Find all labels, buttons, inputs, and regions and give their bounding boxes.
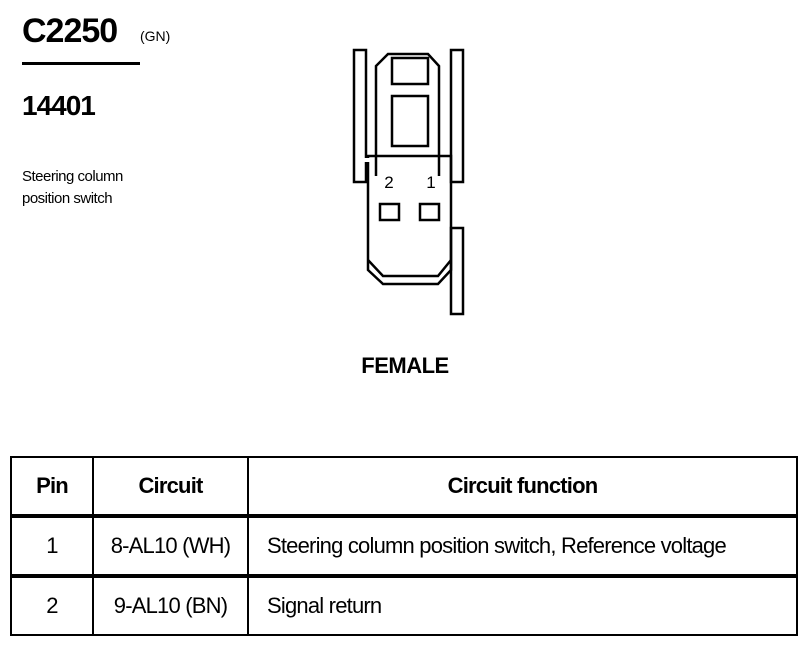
locking-tab-outline	[374, 52, 441, 176]
connector-gender: FEMALE	[361, 353, 449, 378]
pin-label-1: 1	[426, 173, 435, 192]
pin-label-2: 2	[384, 173, 393, 192]
connector-face-diagram: 2 1	[352, 48, 465, 316]
cell-pin: 2	[10, 575, 94, 636]
table-row: 2 9-AL10 (BN) Signal return	[10, 575, 798, 636]
component-name-line-2: position switch	[22, 190, 113, 207]
component-name: Steering column position switch	[22, 166, 172, 210]
cell-pin: 1	[10, 515, 94, 578]
header-pin: Pin	[10, 456, 94, 518]
pinout-table: Pin Circuit Circuit function 1 8-AL10 (W…	[10, 456, 798, 636]
title-underline	[22, 62, 140, 65]
component-number: 14401	[22, 90, 96, 121]
cell-circuit-function: Signal return	[247, 575, 798, 636]
locking-tab-top	[390, 56, 430, 86]
connector-color-code: (GN)	[140, 28, 171, 44]
locking-tab-window	[390, 94, 430, 148]
component-name-line-1: Steering column	[22, 168, 123, 185]
table-header-row: Pin Circuit Circuit function	[10, 456, 798, 518]
header-circuit: Circuit	[92, 456, 249, 518]
connector-body	[366, 154, 453, 286]
cavity-pin-2	[378, 202, 401, 222]
right-latch-upper	[449, 48, 465, 184]
table-row: 1 8-AL10 (WH) Steering column position s…	[10, 515, 798, 578]
cavity-pin-1	[418, 202, 441, 222]
right-latch-lower	[449, 226, 465, 316]
header-circuit-function: Circuit function	[247, 456, 798, 518]
cell-circuit-function: Steering column position switch, Referen…	[247, 515, 798, 578]
connector-id: C2250	[22, 12, 118, 50]
left-latch	[352, 48, 368, 184]
cell-circuit: 9-AL10 (BN)	[92, 575, 249, 636]
cell-circuit: 8-AL10 (WH)	[92, 515, 249, 578]
body-bevel	[367, 259, 452, 278]
